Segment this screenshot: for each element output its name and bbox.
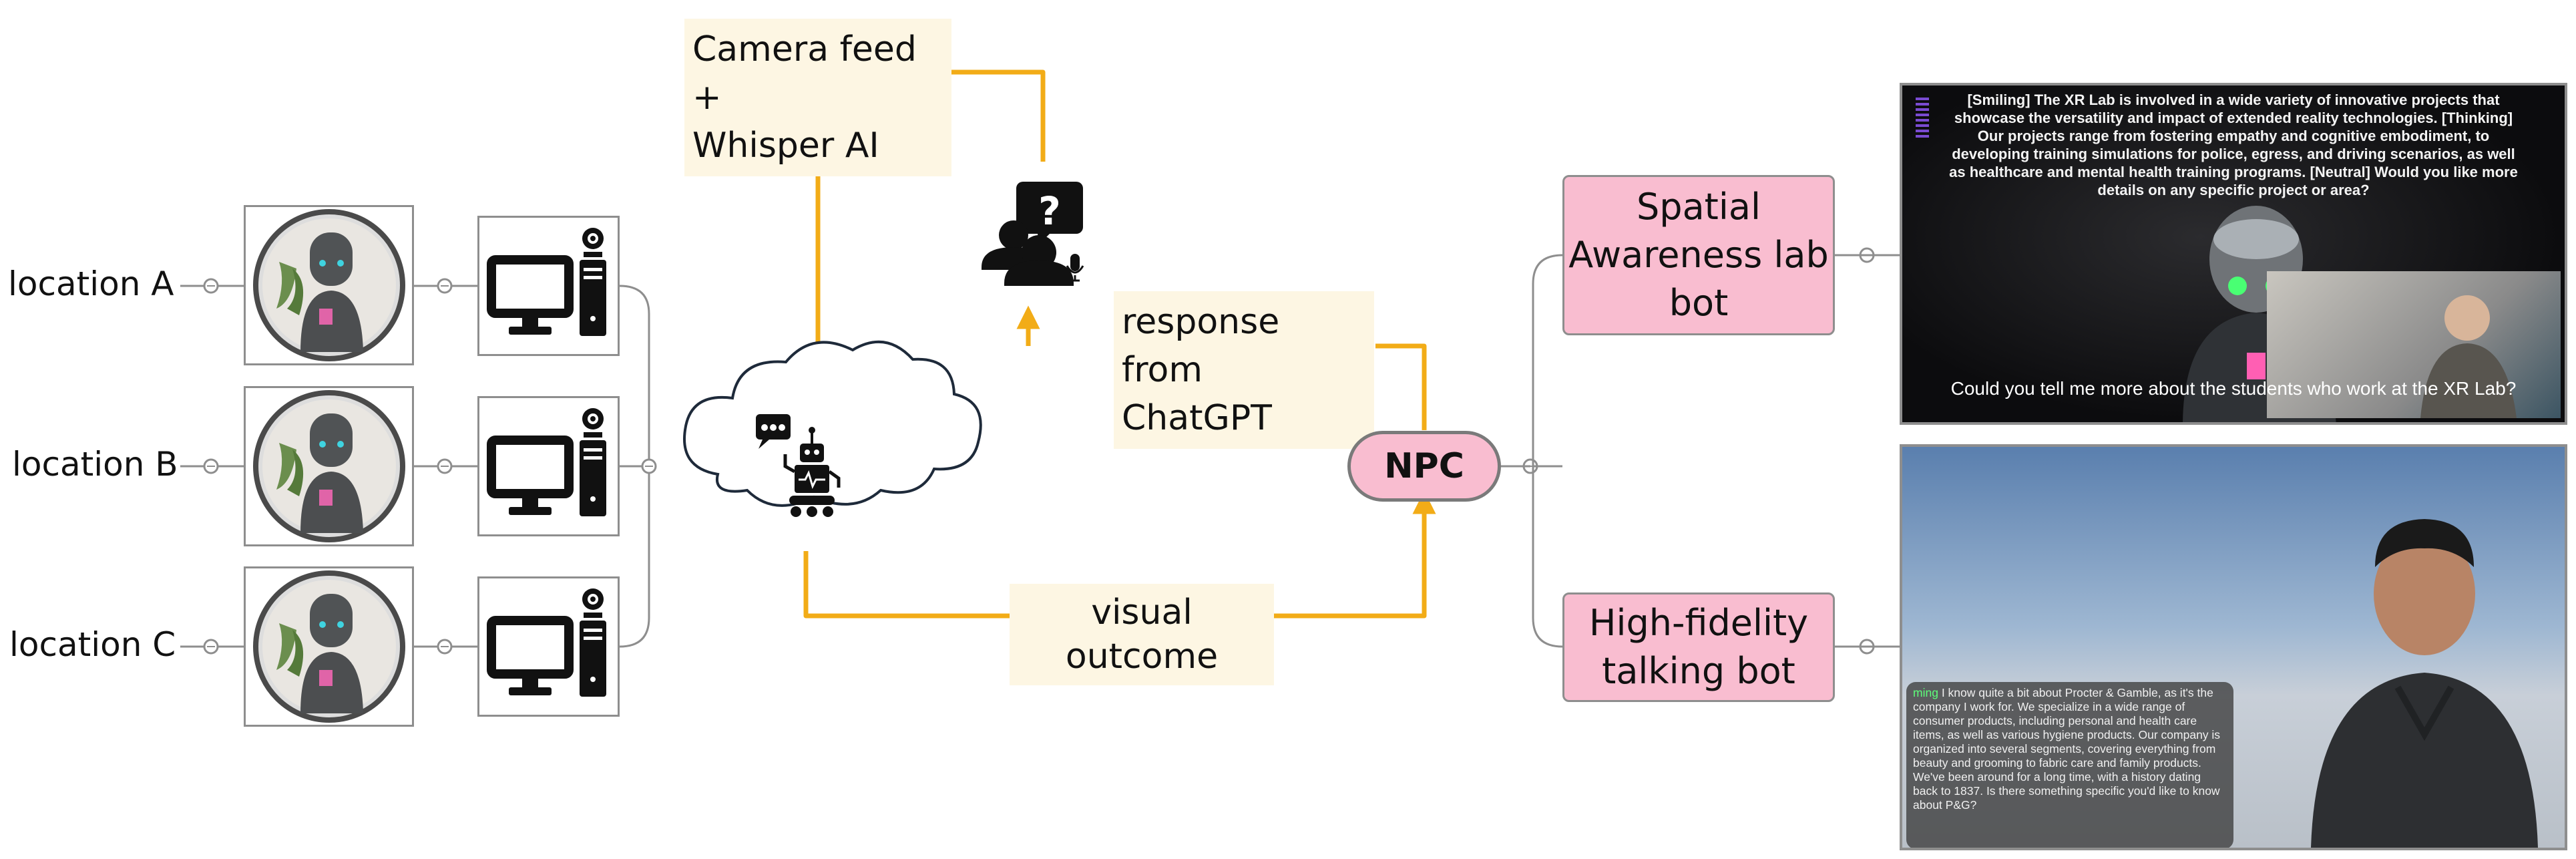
computer-a <box>477 216 620 356</box>
arrow-npc-to-user <box>1028 317 1427 430</box>
location-c-label: location C <box>9 625 176 664</box>
computer-icon <box>486 408 606 516</box>
cloud-ai-icon <box>683 340 982 517</box>
location-b-label: location B <box>12 445 178 484</box>
user-question-icon: ? <box>982 182 1084 286</box>
talking-bot-screenshot: ming I know quite a bit about Procter & … <box>1900 444 2567 850</box>
computer-c <box>477 576 620 717</box>
npc-node: NPC <box>1347 431 1501 502</box>
spatial-bot-response-caption: [Smiling] The XR Lab is involved in a wi… <box>1949 92 2518 198</box>
computer-icon <box>486 228 606 336</box>
spatial-awareness-bot-node: Spatial Awareness lab bot <box>1562 175 1835 335</box>
talking-bot-chat-overlay: ming I know quite a bit about Procter & … <box>1906 682 2233 848</box>
computer-b <box>477 396 620 536</box>
svg-text:?: ? <box>1038 188 1061 234</box>
avatar-c <box>244 566 414 727</box>
spatial-bot-user-question: Could you tell me more about the student… <box>1950 378 2517 399</box>
webcam-inset <box>2267 271 2561 418</box>
visual-outcome-note: visual outcome <box>1010 584 1274 685</box>
avatar-a <box>244 205 414 365</box>
avatar-b <box>244 386 414 546</box>
camera-whisper-note: Camera feed + Whisper AI <box>684 19 951 176</box>
chat-speaker-tag: ming <box>1913 686 1938 699</box>
chat-message-text: I know quite a bit about Procter & Gambl… <box>1913 686 2221 812</box>
arrow-camera-to-user <box>951 69 1046 162</box>
chatgpt-response-note: response from ChatGPT <box>1114 291 1374 449</box>
computer-icon <box>486 588 606 697</box>
robot-avatar-icon <box>252 570 405 723</box>
spatial-bot-screenshot: [Smiling] The XR Lab is involved in a wi… <box>1900 83 2567 425</box>
robot-avatar-icon <box>252 390 405 542</box>
high-fidelity-talking-bot-node: High-fidelity talking bot <box>1562 592 1835 702</box>
person-figure <box>2420 295 2517 418</box>
talking-person-figure <box>2311 519 2538 848</box>
location-a-label: location A <box>8 265 174 303</box>
hud-bars <box>1916 98 1929 138</box>
robot-avatar-icon <box>252 209 405 361</box>
npc-connectors <box>1501 254 1900 648</box>
